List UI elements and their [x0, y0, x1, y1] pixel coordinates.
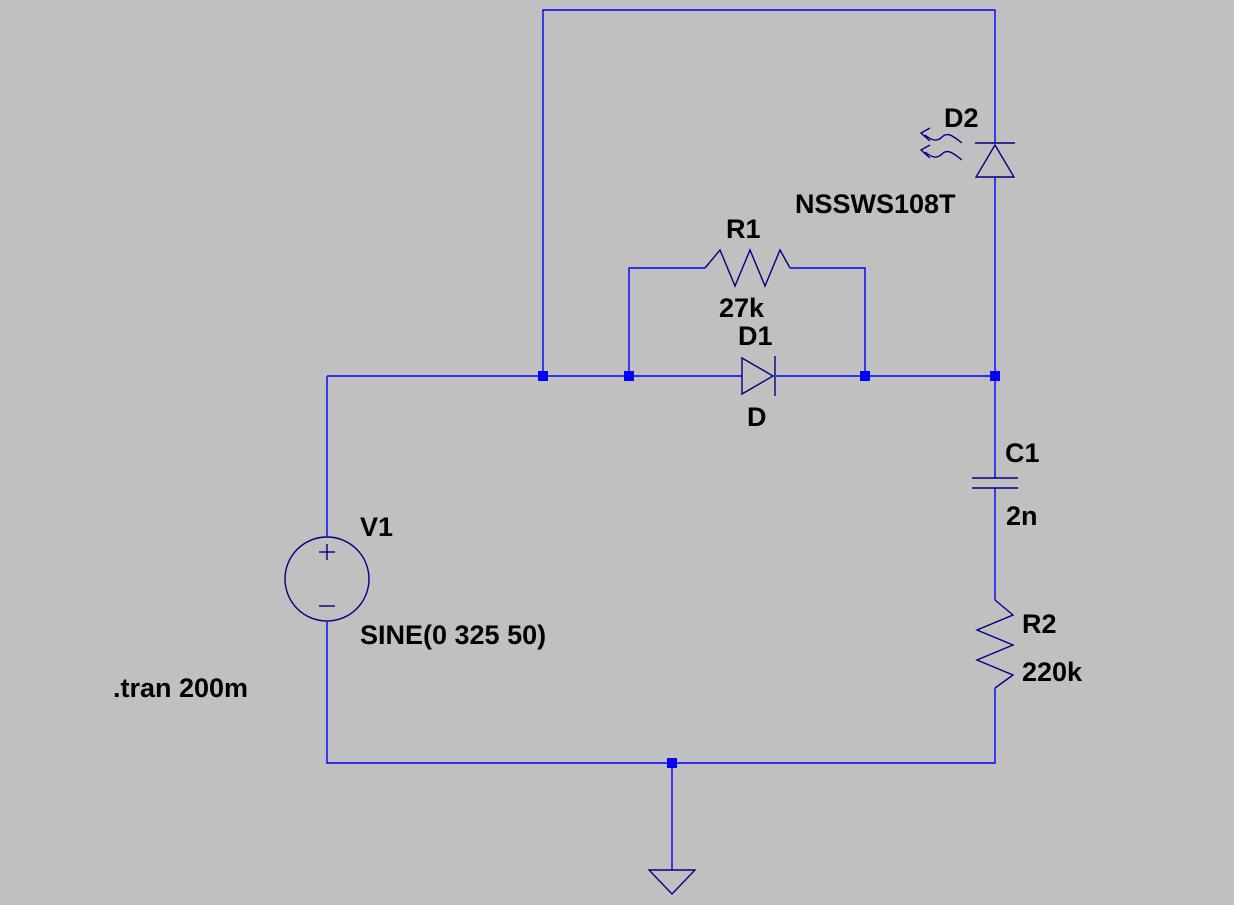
- junction-dot: [538, 371, 548, 381]
- light-wave-icon: [924, 133, 963, 144]
- wire-r1-right[interactable]: [790, 267, 866, 376]
- r1-value-label: 27k: [719, 293, 765, 323]
- d2-value-label: NSSWS108T: [795, 189, 956, 219]
- wires: [326, 9, 996, 870]
- wire-ground-return[interactable]: [326, 622, 996, 764]
- junctions: [538, 371, 1000, 768]
- voltage-source-body: [284, 536, 370, 622]
- arrow-head-icon: [919, 127, 931, 142]
- led-d2[interactable]: [919, 127, 1016, 178]
- diode-d1[interactable]: [741, 356, 776, 396]
- junction-dot: [667, 758, 677, 768]
- wire-r1-left[interactable]: [628, 267, 705, 376]
- d2-name-label: D2: [944, 103, 979, 133]
- junction-dot: [860, 371, 870, 381]
- r1-name-label: R1: [726, 214, 761, 244]
- spice-directive[interactable]: .tran 200m: [113, 673, 249, 703]
- r2-name-label: R2: [1022, 609, 1057, 639]
- d1-name-label: D1: [738, 321, 773, 351]
- arrow-head-icon: [919, 144, 931, 159]
- light-wave-icon: [924, 150, 963, 161]
- capacitor-c1[interactable]: [972, 477, 1018, 489]
- v1-name-label: V1: [360, 512, 394, 542]
- led-d2-triangle: [974, 143, 1016, 178]
- d1-value-label: D: [747, 402, 767, 432]
- c1-name-label: C1: [1005, 438, 1040, 468]
- voltage-source-v1[interactable]: [284, 536, 370, 622]
- resistor-r1[interactable]: [704, 248, 791, 288]
- wire-top-loop[interactable]: [542, 9, 996, 376]
- r2-value-label: 220k: [1022, 657, 1083, 687]
- diode-d1-triangle: [741, 356, 775, 396]
- c1-value-label: 2n: [1006, 501, 1038, 531]
- junction-dot: [990, 371, 1000, 381]
- ground-icon[interactable]: [647, 869, 697, 896]
- junction-dot: [624, 371, 634, 381]
- resistor-r2[interactable]: [975, 599, 1015, 689]
- v1-value-label: SINE(0 325 50): [360, 620, 547, 650]
